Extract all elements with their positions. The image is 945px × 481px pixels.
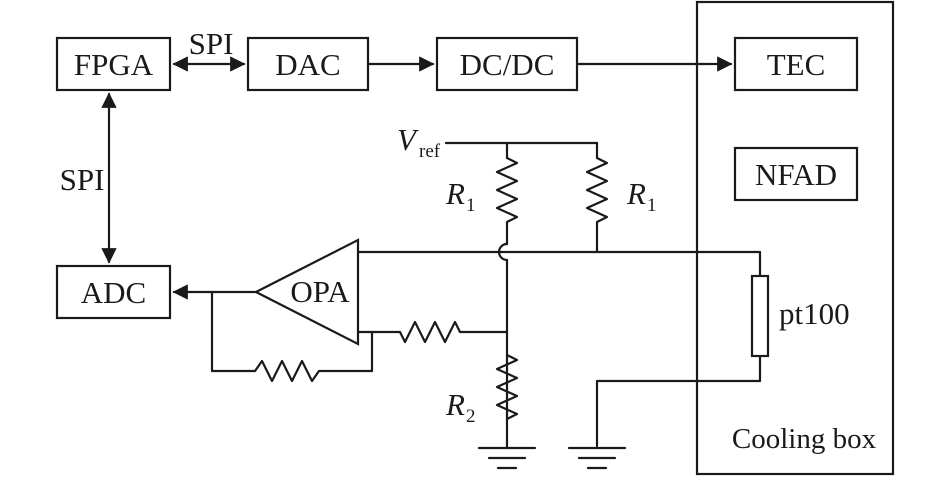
dcdc-block: DC/DC [435,36,579,92]
tec-block: TEC [733,36,859,92]
spi-horizontal-label: SPI [189,26,234,61]
r2-symbol: R [445,387,465,422]
resistor-feedback [210,290,374,383]
tec-label: TEC [767,47,826,82]
dac-block: DAC [246,36,370,92]
pt100-sensor [750,274,770,358]
opa-amplifier [253,238,360,346]
pt100-label: pt100 [779,296,850,331]
ground-symbol-left [477,446,537,470]
cooling-box-label: Cooling box [732,423,877,455]
r1-right-symbol: R [626,176,646,211]
resistor-r1-right [585,141,609,254]
spi-vertical-label: SPI [60,162,105,197]
fpga-label: FPGA [74,47,154,82]
r1-left-subscript: 1 [466,195,476,216]
sense-line [356,250,762,278]
vref-subscript: ref [419,141,441,162]
nfad-label: NFAD [755,157,837,192]
fpga-block: FPGA [55,36,172,92]
dac-label: DAC [275,47,340,82]
ground-symbol-right [567,446,627,470]
adc-block: ADC [55,264,172,320]
r1-left-symbol: R [445,176,465,211]
dcdc-label: DC/DC [460,47,555,82]
resistor-r1-left [495,141,519,450]
r1-right-subscript: 1 [647,195,657,216]
r2-subscript: 2 [466,406,476,427]
adc-label: ADC [81,275,146,310]
resistor-input [356,320,509,344]
pt100-return-wire [595,354,762,448]
resistor-r2 [495,353,519,421]
vref-symbol: V [397,122,419,157]
opa-label: OPA [290,274,350,309]
nfad-block: NFAD [733,146,859,202]
